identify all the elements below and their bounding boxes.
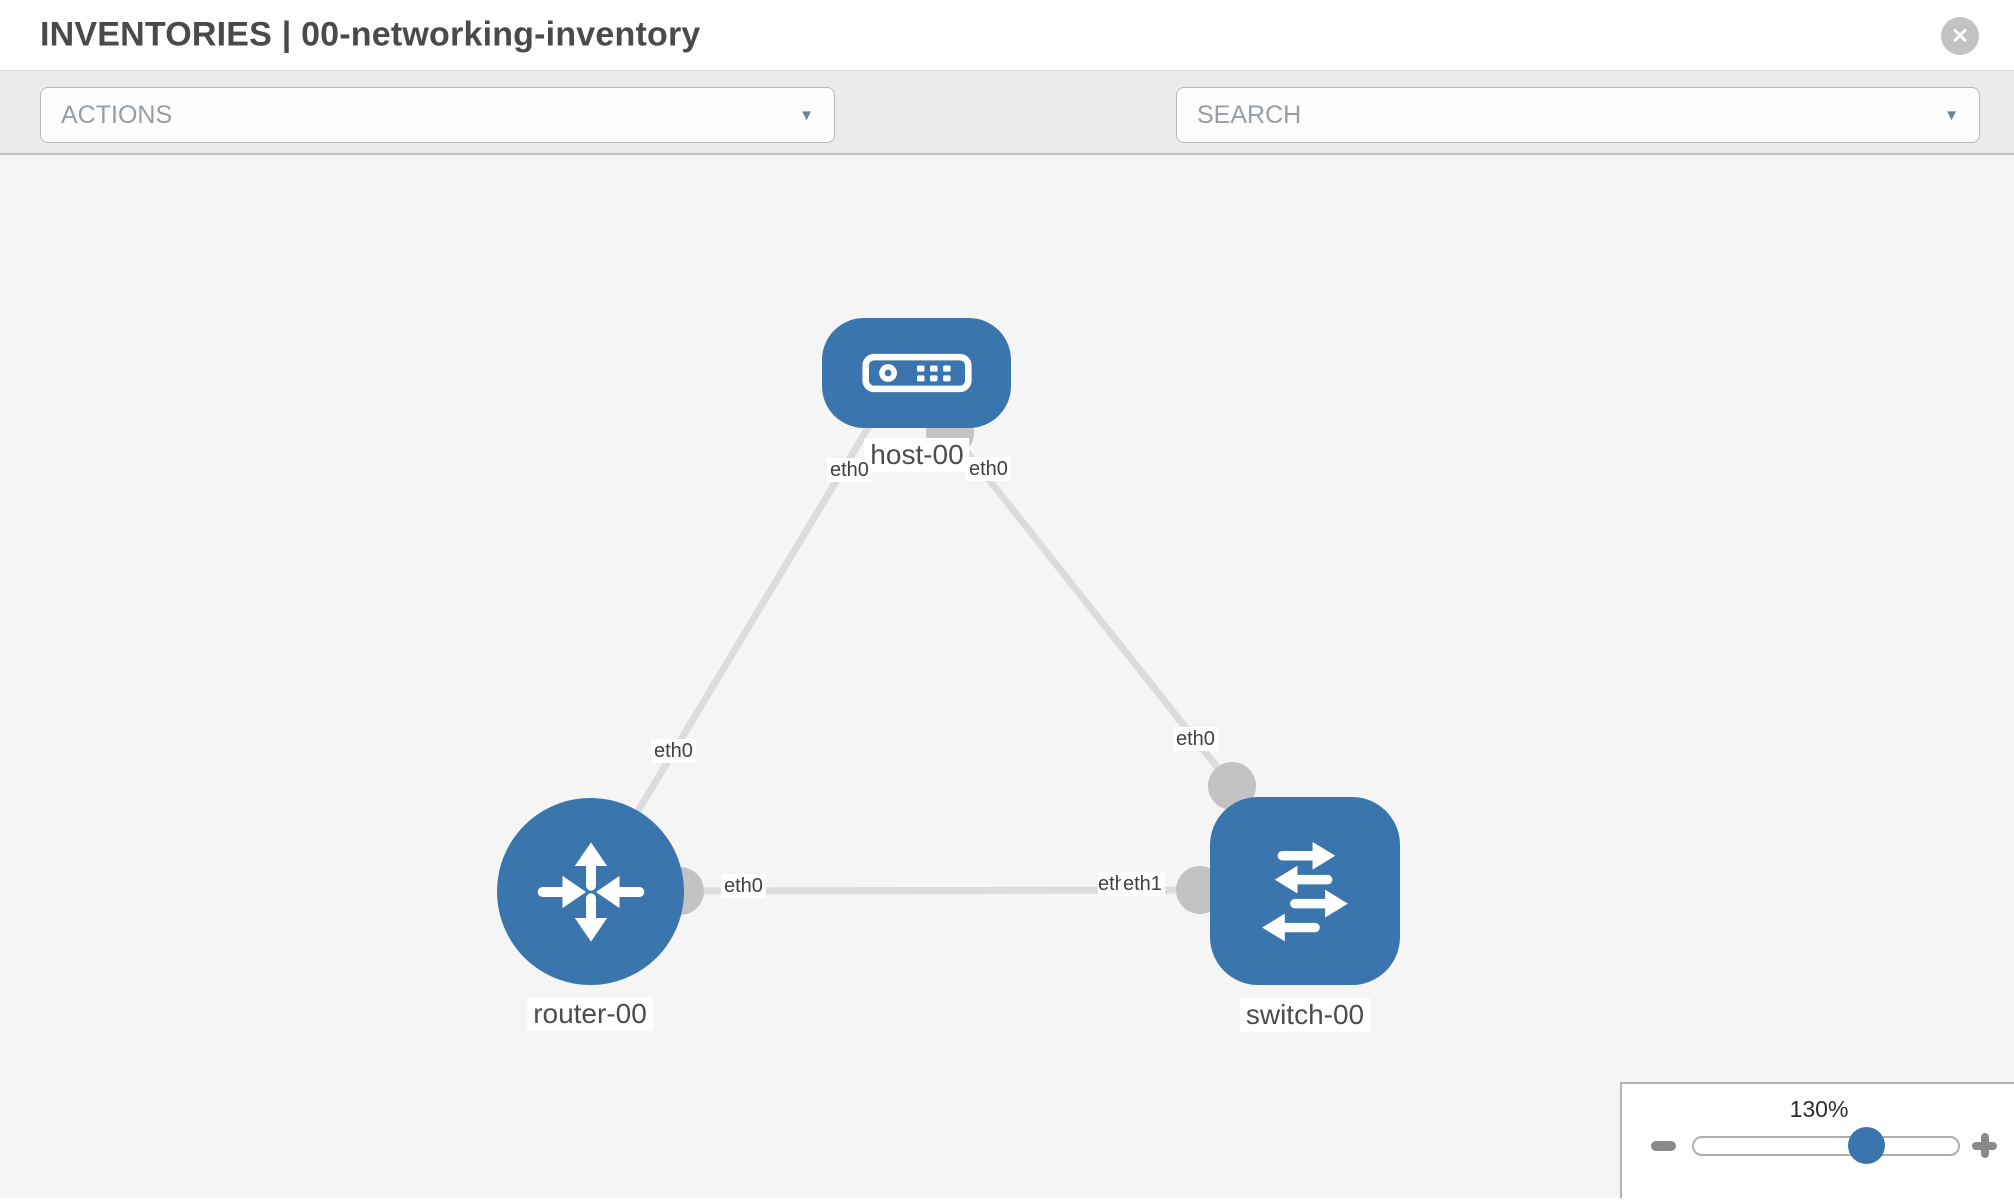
if-label-switch-eth1-front: eth1 [1121,872,1165,896]
node-label-router: router-00 [527,997,653,1032]
chevron-down-icon: ▼ [799,106,814,124]
zoom-control-panel: 130% [1620,1082,2014,1198]
node-label-switch: switch-00 [1239,998,1371,1033]
page-header: INVENTORIES | 00-networking-inventory ✕ [0,0,2014,70]
if-label-host-eth0-left: eth0 [827,458,872,482]
node-router-00[interactable] [497,798,684,985]
zoom-level-value: 130% [1789,1096,1849,1122]
chevron-down-icon: ▼ [1944,106,1959,124]
if-label-switch-eth0: eth0 [1173,727,1218,751]
host-icon [861,353,972,393]
if-label-router-eth0: eth0 [721,874,766,898]
topology-canvas[interactable]: host-00 router-00 switch-00 eth0 eth0 et… [0,155,2014,1198]
zoom-slider-track[interactable] [1692,1136,1960,1156]
zoom-in-plus-icon[interactable] [1972,1133,1997,1158]
actions-dropdown-label: ACTIONS [61,100,173,129]
search-dropdown[interactable]: SEARCH ▼ [1176,87,1980,143]
search-dropdown-label: SEARCH [1197,100,1302,129]
router-icon [537,841,644,942]
switch-icon [1262,841,1348,942]
page-title: INVENTORIES | 00-networking-inventory [40,15,701,54]
close-icon: ✕ [1951,24,1969,48]
node-label-host: host-00 [864,438,970,473]
if-label-router-eth0-top: eth0 [651,739,696,763]
zoom-slider-handle[interactable] [1848,1127,1885,1164]
toolbar: ACTIONS ▼ SEARCH ▼ [0,70,2014,201]
close-button[interactable]: ✕ [1941,17,1979,55]
if-label-host-eth0-right: eth0 [966,457,1011,481]
node-host-00[interactable] [822,318,1011,428]
node-switch-00[interactable] [1210,797,1400,985]
zoom-out-minus-icon[interactable] [1651,1141,1676,1151]
if-label-switch-overlap: eth0 eth1 [1098,872,1165,896]
topology-links-layer [586,406,1256,915]
actions-dropdown[interactable]: ACTIONS ▼ [40,87,835,143]
